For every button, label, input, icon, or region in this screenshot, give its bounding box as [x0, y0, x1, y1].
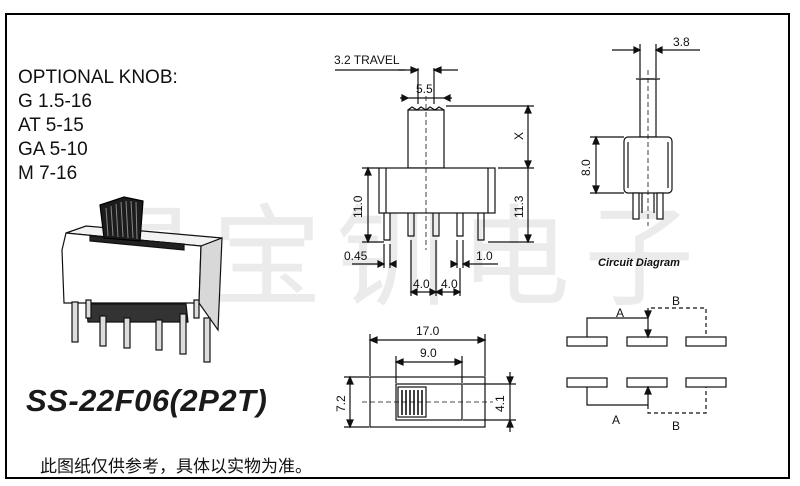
- circuit-diagram-title: Circuit Diagram: [598, 257, 680, 269]
- circuit-diagram: [566, 307, 727, 414]
- part-number: SS-22F06(2P2T): [26, 383, 268, 418]
- knob-item: GA 5-10: [18, 139, 88, 160]
- knob-item: M 7-16: [18, 163, 78, 184]
- circuit-label-b: B: [672, 294, 680, 308]
- side-view-drawing: [590, 44, 700, 226]
- knob-item: AT 5-15: [18, 115, 84, 136]
- dim-11-0-label: 11.0: [351, 195, 365, 218]
- circuit-label-b: B: [672, 419, 680, 433]
- dim-7-2-label: 7.2: [334, 395, 348, 412]
- dim-4-1-label: 4.1: [493, 395, 507, 412]
- dim-11-3-label: 11.3: [512, 195, 526, 218]
- footer-disclaimer: 此图纸仅供参考，具体以实物为准。: [40, 457, 312, 477]
- dim-pitch-label: 4.0: [413, 277, 430, 291]
- dim-5-5-label: 5.5: [416, 82, 433, 96]
- switch-product-illustration: [61, 196, 223, 363]
- knob-list-title: OPTIONAL KNOB:: [18, 67, 178, 88]
- dim-1-0-label: 1.0: [476, 249, 493, 263]
- dim-x-label: X: [512, 132, 526, 140]
- optional-knob-list: OPTIONAL KNOB: G 1.5-16 AT 5-15 GA 5-10 …: [18, 66, 178, 186]
- drawing-frame: [5, 13, 790, 479]
- dim-17-0-label: 17.0: [416, 324, 440, 338]
- dim-9-0-label: 9.0: [420, 346, 437, 360]
- front-view-drawing: [335, 66, 534, 296]
- top-view-drawing: [344, 334, 516, 432]
- dim-travel-label: 3.2 TRAVEL: [334, 53, 400, 67]
- circuit-label-a: A: [616, 306, 624, 320]
- circuit-label-a: A: [612, 413, 620, 427]
- dim-8-0-label: 8.0: [579, 159, 593, 176]
- dim-3-8-label: 3.8: [673, 35, 690, 49]
- dim-pitch-label: 4.0: [441, 277, 458, 291]
- knob-item: G 1.5-16: [18, 91, 92, 112]
- dim-0-45-label: 0.45: [344, 249, 368, 263]
